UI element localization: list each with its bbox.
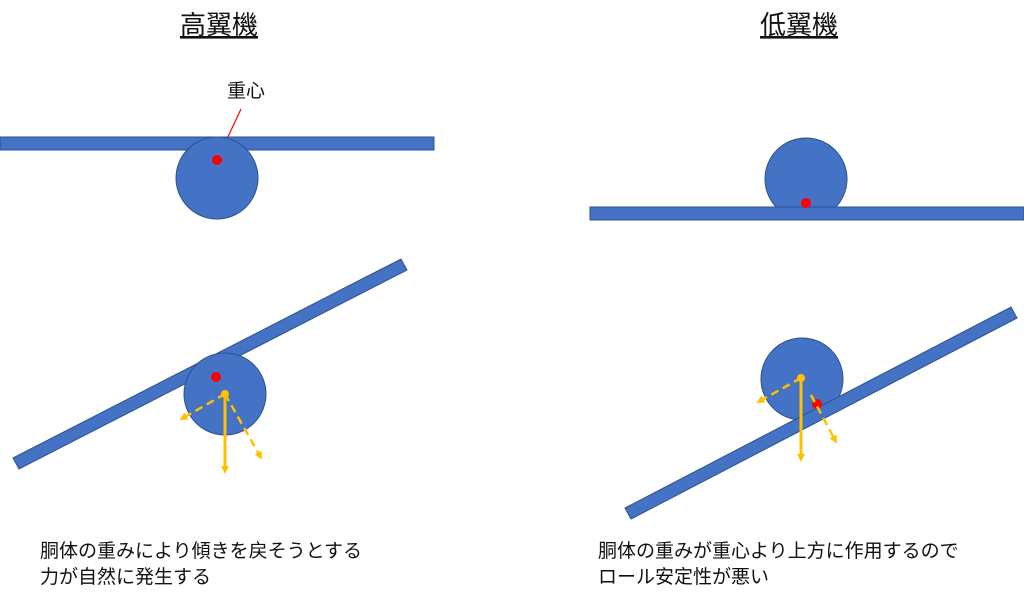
cg-label: 重心 xyxy=(227,80,265,102)
wing xyxy=(589,206,1024,221)
fuselage xyxy=(175,136,259,220)
low-wing-banked xyxy=(624,306,1018,520)
lateral-component-arrow xyxy=(756,376,802,403)
cg-dot xyxy=(212,155,222,165)
low-wing-panel: 低翼機 胴体の重みが重心より上方に作用するので ロール安定性が悪い xyxy=(589,11,1024,588)
high-wing-banked xyxy=(12,258,408,474)
perpendicular-component-arrow xyxy=(223,393,262,460)
cg-dot-banked xyxy=(211,372,221,382)
high-wing-caption-line-1: 胴体の重みにより傾きを戻そうとする xyxy=(40,540,362,562)
high-wing-panel: 高翼機 重心 胴体の重みにより傾きを戻そうとする 力が自然に発生する xyxy=(0,11,435,588)
high-wing-title: 高翼機 xyxy=(180,11,258,41)
high-wing-caption-line-2: 力が自然に発生する xyxy=(40,566,211,588)
perpendicular-component-arrow xyxy=(809,394,837,444)
low-wing-level xyxy=(589,137,1024,221)
high-wing-level xyxy=(0,136,435,220)
lateral-component-arrow xyxy=(179,392,226,420)
low-wing-caption-line-2: ロール安定性が悪い xyxy=(598,566,769,588)
low-wing-caption-line-1: 胴体の重みが重心より上方に作用するので xyxy=(598,540,959,562)
low-wing-title: 低翼機 xyxy=(760,11,838,41)
cg-dot xyxy=(801,198,811,208)
